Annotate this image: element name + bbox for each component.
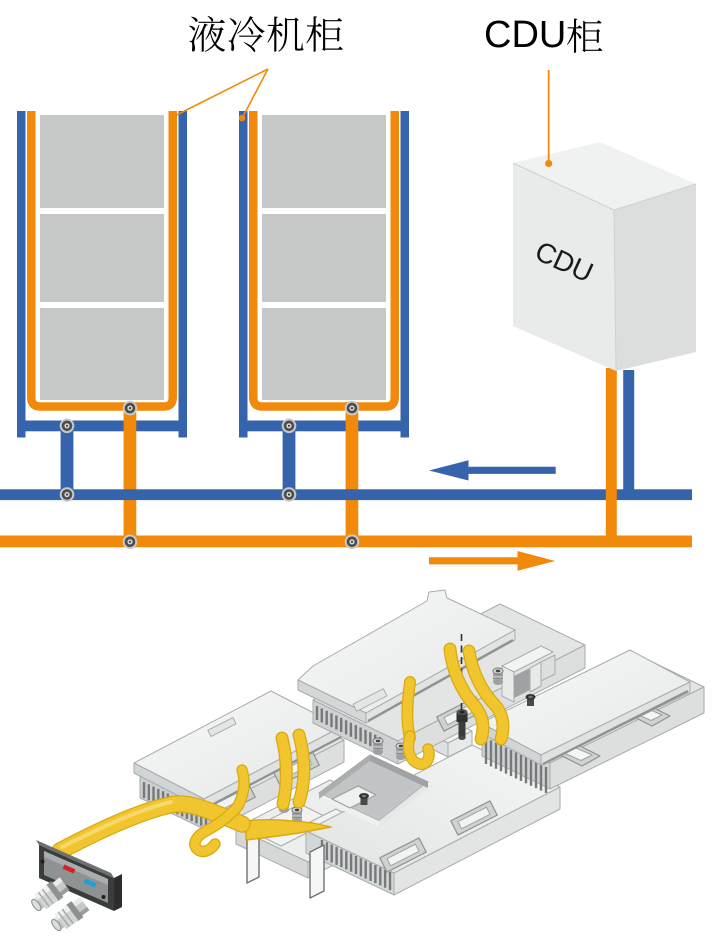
svg-text:CDU: CDU <box>484 14 566 56</box>
